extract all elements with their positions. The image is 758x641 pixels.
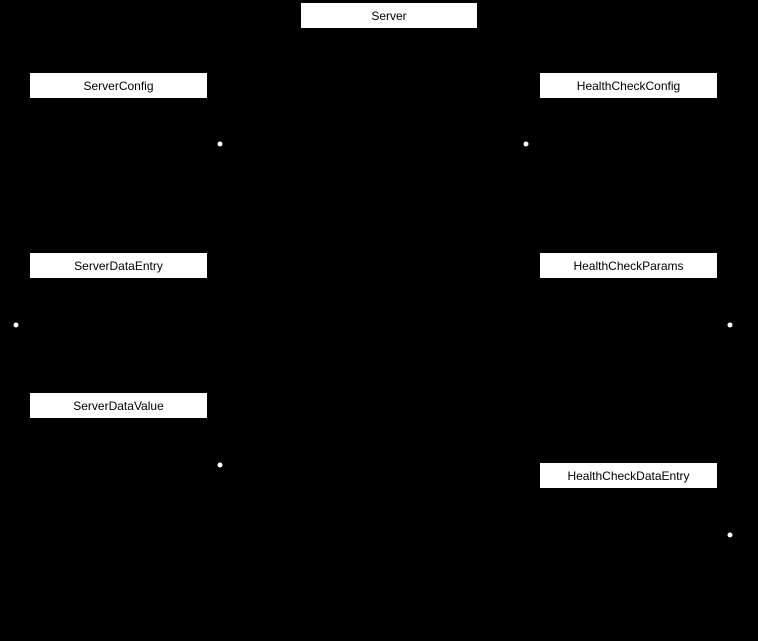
node-label-health-check-config: HealthCheckConfig <box>576 78 681 93</box>
connector-dot-6 <box>727 532 733 538</box>
connector-dot-4 <box>727 322 733 328</box>
node-label-server-config: ServerConfig <box>83 78 154 93</box>
node-server-config[interactable]: ServerConfig <box>29 72 208 99</box>
node-health-check-config[interactable]: HealthCheckConfig <box>539 72 718 99</box>
connector-dot-5 <box>217 462 223 468</box>
node-label-health-check-data-entry: HealthCheckDataEntry <box>567 468 690 483</box>
node-label-health-check-params: HealthCheckParams <box>573 258 684 273</box>
node-label-server-data-value: ServerDataValue <box>73 398 164 413</box>
node-server-data-value[interactable]: ServerDataValue <box>29 392 208 419</box>
node-label-server: Server <box>371 8 407 23</box>
node-server[interactable]: Server <box>300 2 478 29</box>
node-health-check-data-entry[interactable]: HealthCheckDataEntry <box>539 462 718 489</box>
connector-dot-3 <box>13 322 19 328</box>
node-server-data-entry[interactable]: ServerDataEntry <box>29 252 208 279</box>
connector-dot-2 <box>523 141 529 147</box>
node-label-server-data-entry: ServerDataEntry <box>74 258 163 273</box>
connector-dot-1 <box>217 141 223 147</box>
node-health-check-params[interactable]: HealthCheckParams <box>539 252 718 279</box>
